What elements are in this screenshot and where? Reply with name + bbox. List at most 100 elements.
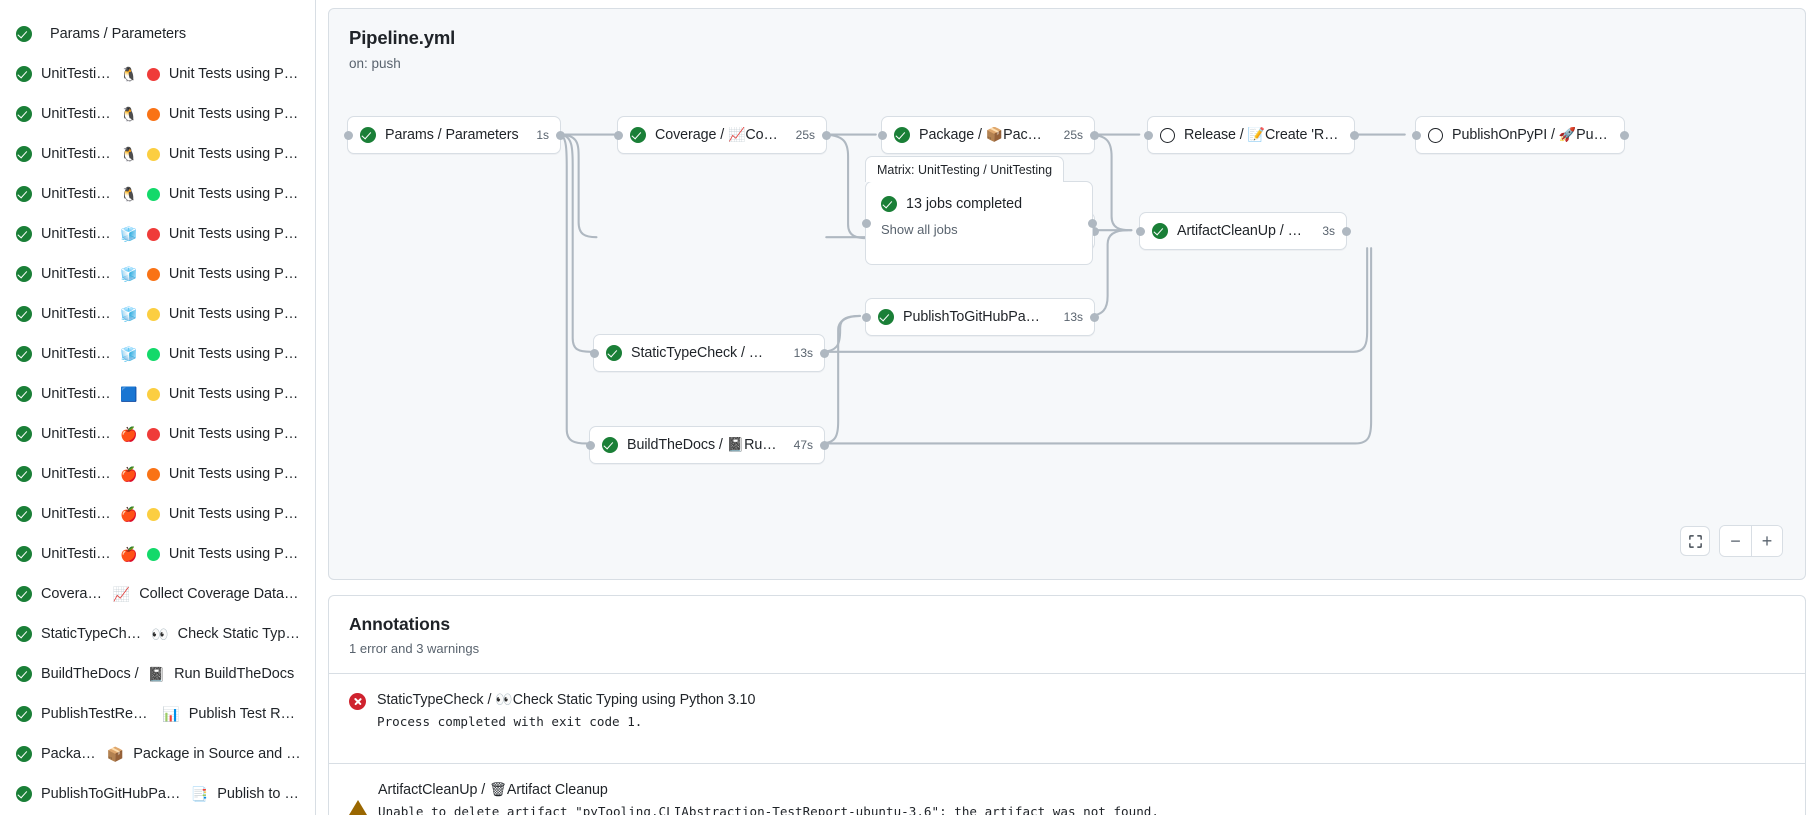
sidebar-job-label: StaticTypeCheck /: [41, 626, 142, 642]
sidebar-job-item[interactable]: Package / 📦Package in Source and Wh…: [4, 734, 311, 774]
sidebar-job-item[interactable]: PublishTestResults / 📊Publish Test Resu…: [4, 694, 311, 734]
job-emoji-icon: 🍎: [120, 467, 137, 481]
python-version-dot-icon: [147, 508, 160, 521]
fit-screen-button[interactable]: [1680, 526, 1710, 556]
node-output-port: [822, 131, 831, 140]
matrix-tab-header: Matrix: UnitTesting / UnitTesting: [865, 156, 1064, 182]
sidebar-job-label: UnitTesting /: [41, 186, 111, 202]
job-emoji-icon: 👀: [151, 627, 168, 641]
job-emoji-icon: 📓: [727, 437, 744, 451]
sidebar-job-item[interactable]: UnitTesting / 🍎Unit Tests using Pyth…: [4, 414, 311, 454]
sidebar-job-item[interactable]: UnitTesting / 🐧Unit Tests using Pyth…: [4, 174, 311, 214]
sidebar-job-name: Unit Tests using Pyth…: [169, 386, 301, 402]
annotation-job-name: StaticTypeCheck / 👀 Check Static Typing …: [377, 692, 755, 708]
sidebar-job-name: Unit Tests using Pyth…: [169, 506, 301, 522]
job-emoji-icon: 📝: [1248, 127, 1265, 141]
sidebar-job-item[interactable]: UnitTesting / 🧊Unit Tests using Pyth…: [4, 254, 311, 294]
sidebar-job-item[interactable]: UnitTesting / 🍎Unit Tests using Pyth…: [4, 534, 311, 574]
matrix-summary-row[interactable]: 13 jobs completed: [881, 196, 1092, 212]
node-output-port: [1090, 313, 1099, 322]
graph-node-stc[interactable]: StaticTypeCheck / 👀 Chec…13s: [593, 334, 825, 372]
zoom-button-group[interactable]: − +: [1719, 525, 1783, 557]
graph-node-coverage[interactable]: Coverage / 📈 Collect Cove… 25s: [617, 116, 827, 154]
sidebar-job-item[interactable]: UnitTesting / 🧊Unit Tests using Pyth…: [4, 214, 311, 254]
python-version-dot-icon: [147, 348, 160, 361]
annotation-row[interactable]: StaticTypeCheck / 👀 Check Static Typing …: [329, 673, 1805, 746]
sidebar-job-item[interactable]: UnitTesting / 🐧Unit Tests using Pyth…: [4, 54, 311, 94]
success-check-icon: [16, 306, 32, 322]
node-output-port: [820, 349, 829, 358]
graph-node-package[interactable]: Package / 📦 Package in So… 25s: [881, 116, 1095, 154]
sidebar-job-item[interactable]: UnitTesting / 🐧Unit Tests using Pyth…: [4, 94, 311, 134]
graph-node-duration: 25s: [1056, 128, 1083, 142]
sidebar-job-name: Unit Tests using Pyth…: [169, 466, 301, 482]
sidebar-job-item[interactable]: UnitTesting / 🍎Unit Tests using Pyth…: [4, 494, 311, 534]
sidebar-job-label: UnitTesting /: [41, 386, 111, 402]
graph-zoom-controls[interactable]: − +: [1680, 525, 1783, 557]
job-emoji-icon: 🧊: [120, 307, 137, 321]
success-check-icon: [16, 346, 32, 362]
job-emoji-icon: 🟦: [120, 387, 137, 401]
annotation-body: ArtifactCleanUp / 🗑 Artifact CleanupUnab…: [378, 782, 1159, 815]
node-output-port: [556, 131, 565, 140]
success-check-icon: [16, 626, 32, 642]
sidebar-job-label: Package /: [41, 746, 98, 762]
graph-node-params[interactable]: Params / Parameters1s: [347, 116, 561, 154]
success-check-icon: [16, 106, 32, 122]
workflow-graph-card[interactable]: Pipeline.yml on: push: [328, 8, 1806, 580]
graph-node-label: Release / 📝 Create 'Release P…: [1184, 127, 1343, 143]
python-version-dot-icon: [147, 308, 160, 321]
sidebar-job-item[interactable]: UnitTesting / 🧊Unit Tests using Pyth…: [4, 334, 311, 374]
job-emoji-icon: 📈: [728, 127, 745, 141]
graph-node-label: Package / 📦 Package in So…: [919, 127, 1047, 143]
zoom-out-button[interactable]: −: [1720, 526, 1751, 556]
graph-node-artifact[interactable]: ArtifactCleanUp / 🗑 Artifac…3s: [1139, 212, 1347, 250]
sidebar-job-item[interactable]: BuildTheDocs / 📓Run BuildTheDocs: [4, 654, 311, 694]
annotation-row[interactable]: ArtifactCleanUp / 🗑 Artifact CleanupUnab…: [329, 763, 1805, 815]
sidebar-job-item[interactable]: Coverage / 📈Collect Coverage Data usi…: [4, 574, 311, 614]
python-version-dot-icon: [147, 108, 160, 121]
node-output-port: [1342, 227, 1351, 236]
fit-screen-icon: [1688, 534, 1703, 549]
graph-canvas[interactable]: Params / Parameters1s Coverage / 📈 Collec…: [329, 9, 1805, 579]
job-emoji-icon: 🧊: [120, 227, 137, 241]
job-emoji-icon: 🐧: [120, 107, 137, 121]
node-output-port: [1620, 131, 1629, 140]
graph-node-release[interactable]: Release / 📝 Create 'Release P…: [1147, 116, 1355, 154]
node-input-port: [344, 131, 353, 140]
job-emoji-icon: 🐧: [120, 67, 137, 81]
graph-node-label: PublishOnPyPI / 🚀 Publish to …: [1452, 127, 1613, 143]
sidebar-job-item[interactable]: Params / Parameters: [4, 14, 311, 54]
sidebar-job-item[interactable]: UnitTesting / 🧊Unit Tests using Pyth…: [4, 294, 311, 334]
graph-node-ghpages[interactable]: PublishToGitHubPages / 📑 …13s: [865, 298, 1095, 336]
annotations-card: Annotations 1 error and 3 warnings Stati…: [328, 595, 1806, 815]
node-output-port: [1090, 131, 1099, 140]
python-version-dot-icon: [147, 548, 160, 561]
matrix-summary-label: 13 jobs completed: [906, 196, 1022, 212]
zoom-in-button[interactable]: +: [1751, 526, 1782, 556]
graph-node-label: Coverage / 📈 Collect Cove…: [655, 127, 779, 143]
job-emoji-icon: 📓: [148, 667, 165, 681]
sidebar-job-name: Collect Coverage Data usi…: [139, 586, 301, 602]
graph-node-duration: 25s: [788, 128, 815, 142]
success-check-icon: [16, 786, 32, 802]
sidebar-job-item[interactable]: UnitTesting / 🟦 Unit Tests using Pyth…: [4, 374, 311, 414]
main-content: Pipeline.yml on: push: [316, 0, 1818, 815]
jobs-sidebar[interactable]: Params / ParametersUnitTesting / 🐧Unit T…: [0, 0, 316, 815]
job-emoji-icon: 👀: [495, 692, 512, 706]
sidebar-job-item[interactable]: PublishToGitHubPages / 📑Publish to G…: [4, 774, 311, 814]
success-check-icon: [16, 746, 32, 762]
sidebar-job-name: Run BuildTheDocs: [174, 666, 294, 682]
sidebar-job-item[interactable]: StaticTypeCheck / 👀Check Static Typing…: [4, 614, 311, 654]
show-all-jobs-link[interactable]: Show all jobs: [881, 222, 958, 237]
sidebar-job-label: UnitTesting /: [41, 146, 111, 162]
success-check-icon: [16, 66, 32, 82]
graph-node-pypi[interactable]: PublishOnPyPI / 🚀 Publish to …: [1415, 116, 1625, 154]
matrix-group-unittesting[interactable]: Matrix: UnitTesting / UnitTesting 13 job…: [865, 181, 1093, 265]
python-version-dot-icon: [147, 188, 160, 201]
sidebar-job-item[interactable]: UnitTesting / 🍎Unit Tests using Pyth…: [4, 454, 311, 494]
sidebar-job-item[interactable]: UnitTesting / 🐧Unit Tests using Pyth…: [4, 134, 311, 174]
graph-node-docs[interactable]: BuildTheDocs / 📓 Run Buil…47s: [589, 426, 825, 464]
success-check-icon: [16, 386, 32, 402]
annotation-message: Unable to delete artifact "pyTooling.CLI…: [378, 804, 1159, 815]
